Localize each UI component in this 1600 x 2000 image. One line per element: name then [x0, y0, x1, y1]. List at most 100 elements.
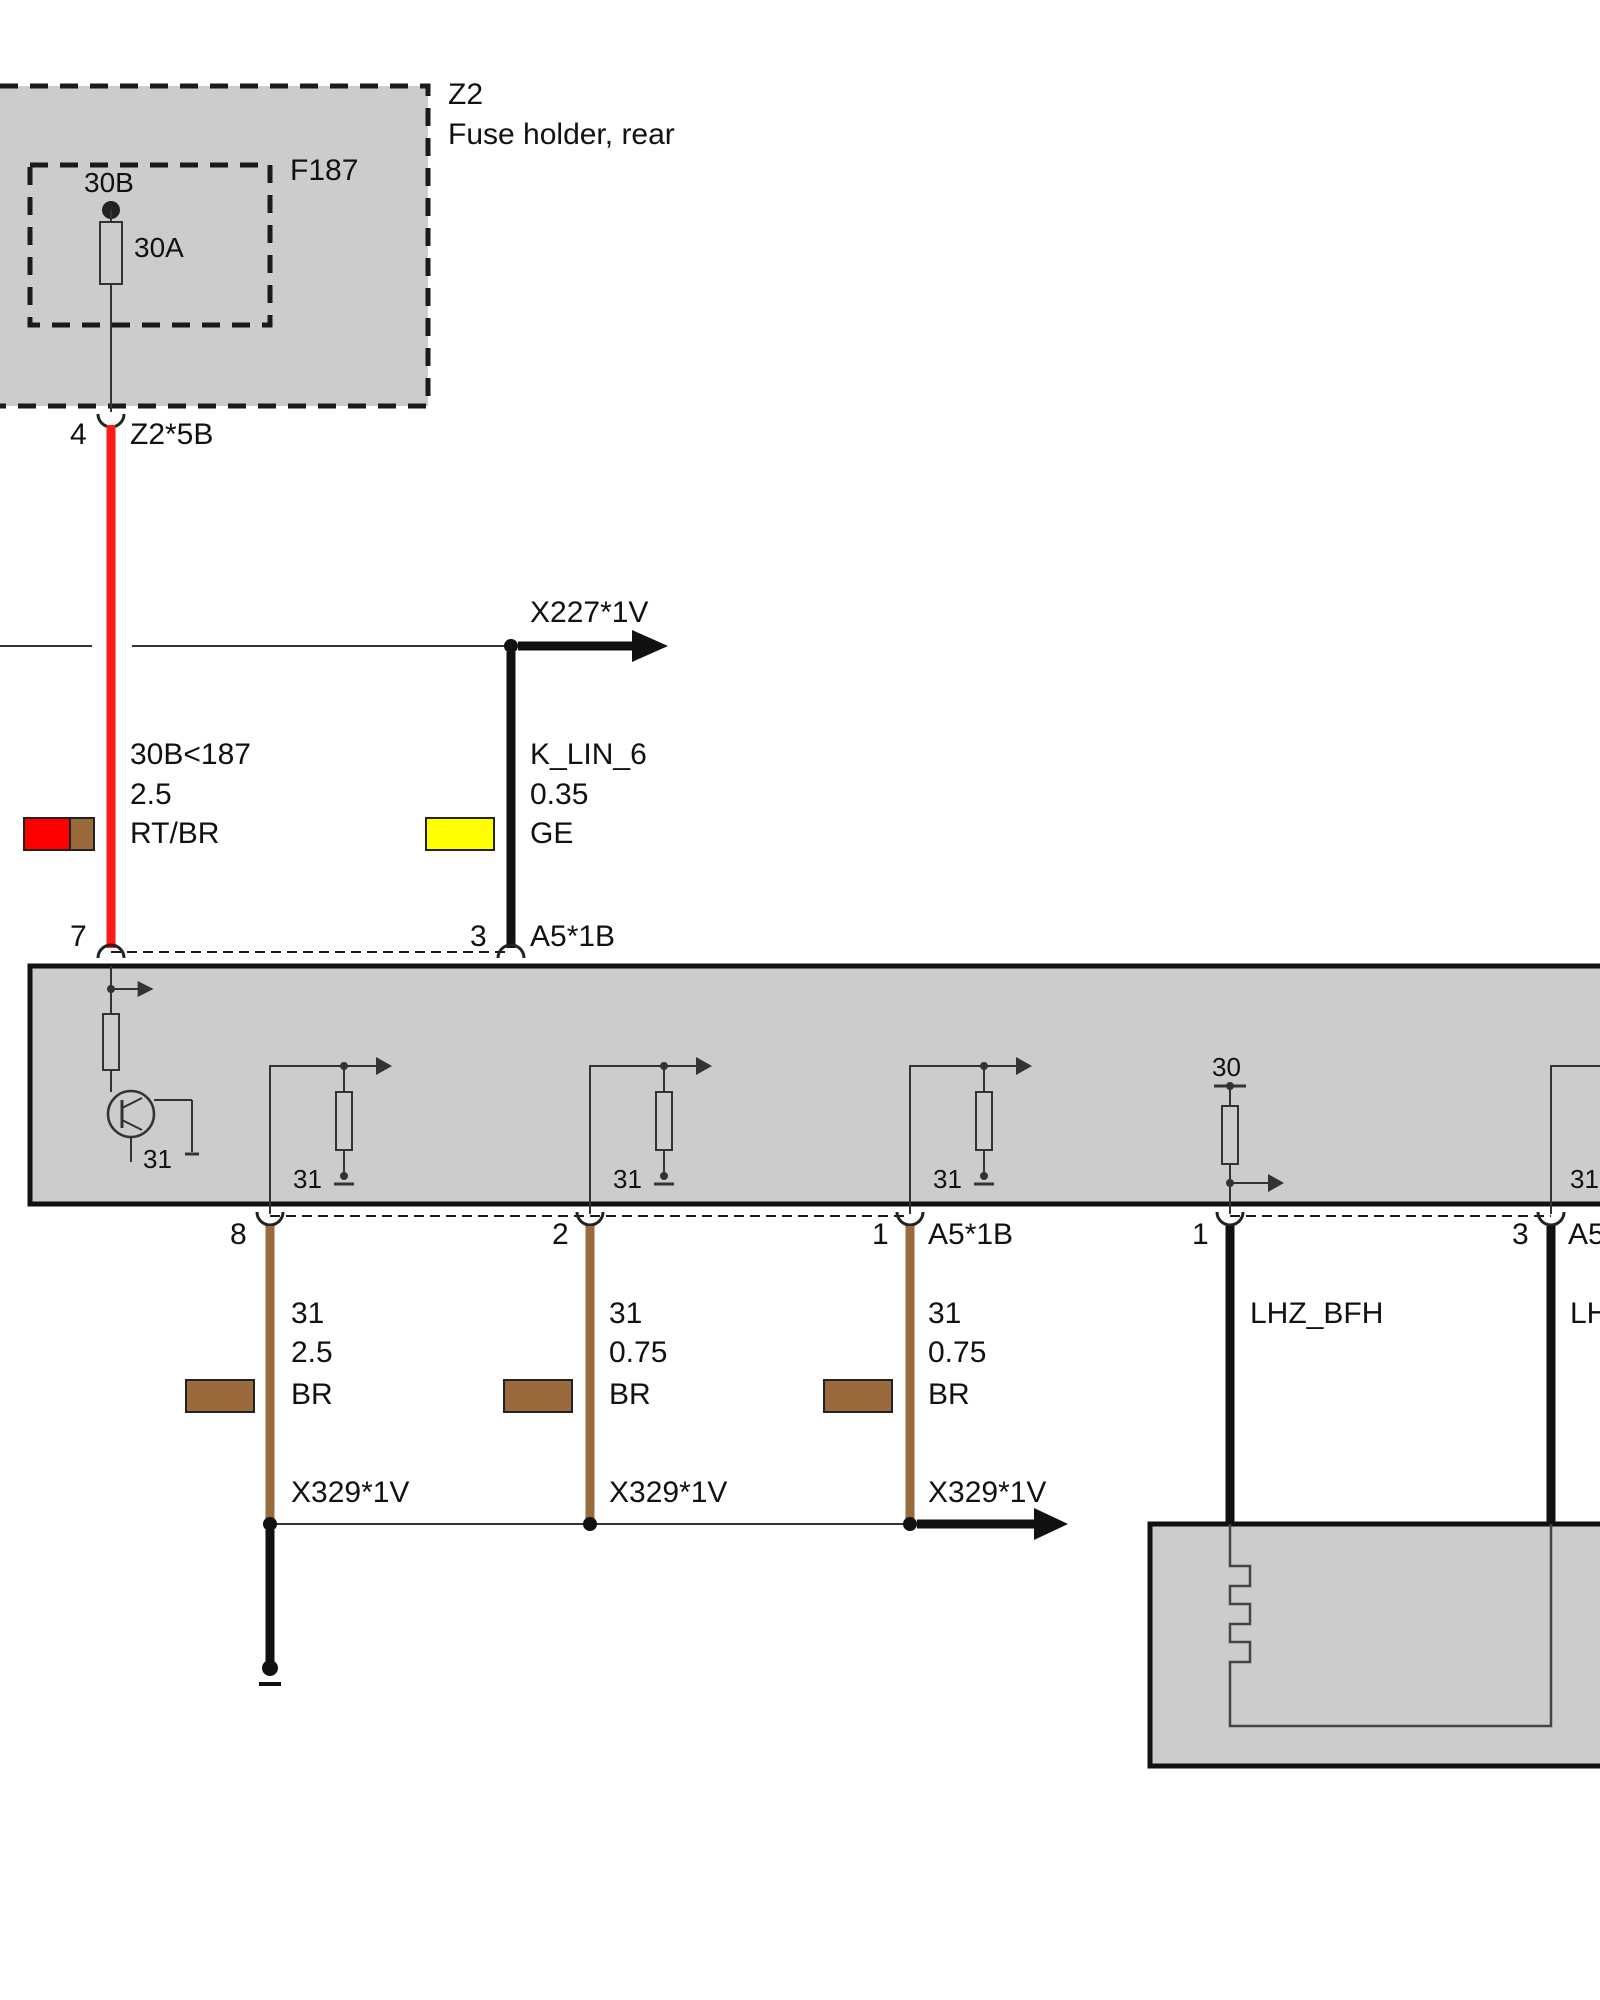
- heating-coil-icon: [1228, 1524, 1553, 1728]
- module-body: [27, 963, 1600, 1207]
- heater-box: [1147, 1521, 1600, 1769]
- module-top-connector: 7 3 A5*1B: [70, 920, 615, 959]
- bus-arrow-icon: [632, 630, 668, 662]
- fuse-f187-box: [27, 162, 273, 328]
- power-wire-signal: 30B<187: [130, 738, 251, 771]
- gw1-signal: 31: [928, 1297, 961, 1330]
- heater-wire-left-signal: LHZ_BFH: [1250, 1297, 1383, 1330]
- lin-wire-cross-section: 0.35: [530, 778, 588, 811]
- ground-bus-dot-2: [583, 1517, 597, 1531]
- right-partial-trace: [1550, 1065, 1600, 1214]
- lin-wire-group: K_LIN_6 0.35 GE: [425, 652, 647, 948]
- fuse-holder-id: Z2: [448, 78, 483, 111]
- ground-bus-dot-8: [263, 1517, 277, 1531]
- top-pin-3-terminal: [496, 943, 526, 959]
- ground-wire-8: 31 2.5 BR X329*1V: [185, 1226, 409, 1524]
- power-wire-group: 30B<187 2.5 RT/BR: [23, 425, 251, 948]
- ground-bus-x329: [259, 1508, 1068, 1686]
- bottom-pin-3b-terminal: [1536, 1211, 1566, 1227]
- right-ground-label: 31: [1570, 1164, 1599, 1194]
- gw1-cross-section: 0.75: [928, 1336, 986, 1369]
- pin-3-label: 3: [470, 920, 487, 953]
- bottom-pin-1b-terminal: [1215, 1211, 1245, 1227]
- gw2-signal: 31: [609, 1297, 642, 1330]
- heater-wires: LHZ_BFH LH: [1225, 1226, 1600, 1524]
- transistor-emitter: [121, 1119, 143, 1131]
- heater-supply-circuit: 30: [1212, 1052, 1284, 1214]
- gw1-color-code: BR: [928, 1378, 970, 1411]
- gw8-swatch-brown: [185, 1379, 255, 1413]
- lin-wire-color-code: GE: [530, 817, 573, 850]
- gc1-node-2: [980, 1172, 988, 1180]
- pin-1-label: 1: [872, 1218, 889, 1251]
- gw2-connector: X329*1V: [609, 1476, 727, 1509]
- gw8-cross-section: 2.5: [291, 1336, 333, 1369]
- gw1-connector: X329*1V: [928, 1476, 1046, 1509]
- pin-4-label: 4: [70, 418, 87, 451]
- lin-wire-swatch-yellow: [425, 817, 495, 851]
- gc8-arrow-icon: [376, 1057, 392, 1075]
- gc2-trace: [589, 1065, 664, 1214]
- fuse-holder-name: Fuse holder, rear: [448, 118, 675, 151]
- bottom-pin-1-terminal: [895, 1211, 925, 1227]
- power-wire-swatch-red: [23, 817, 71, 851]
- connector-x227: X227*1V: [530, 596, 648, 629]
- connector-a5-partial: A5: [1568, 1218, 1600, 1251]
- bus-line-group: X227*1V: [0, 596, 668, 662]
- gw8-connector: X329*1V: [291, 1476, 409, 1509]
- connector-z2-5b: Z2*5B: [130, 418, 213, 451]
- ground-point-dot: [262, 1660, 278, 1676]
- fuse-rating: 30A: [134, 232, 184, 263]
- bus-junction-dot: [504, 639, 518, 653]
- gw2-swatch-brown: [503, 1379, 573, 1413]
- gw1-swatch-brown: [823, 1379, 893, 1413]
- supply-30-label: 30: [1212, 1052, 1241, 1082]
- connector-a5-1b-bottom: A5*1B: [928, 1218, 1013, 1251]
- gc2-arrow-icon: [696, 1057, 712, 1075]
- power-wire-color-code: RT/BR: [130, 817, 219, 850]
- bottom-pin-2-terminal: [575, 1211, 605, 1227]
- gw2-color-code: BR: [609, 1378, 651, 1411]
- ground-bus-arrow-icon: [1034, 1508, 1068, 1540]
- fuse-holder-z2: Z2 Fuse holder, rear F187 30B 30A 4 Z2*5…: [0, 78, 675, 451]
- connector-a5-1b-top: A5*1B: [530, 920, 615, 953]
- power-wire-swatch-brown: [69, 817, 95, 851]
- ground-circuit-1: 31: [909, 1057, 1032, 1214]
- fuse-id: F187: [290, 154, 358, 187]
- gc2-ground-label: 31: [613, 1164, 642, 1194]
- gc8-trace: [269, 1065, 344, 1214]
- pin-2-label: 2: [552, 1218, 569, 1251]
- pin-3-heater-label: 3: [1512, 1218, 1529, 1251]
- gc2-node-2: [660, 1172, 668, 1180]
- pin-1-heater-label: 1: [1192, 1218, 1209, 1251]
- ground-wire-1: 31 0.75 BR X329*1V: [823, 1226, 1046, 1524]
- gc1-ground-label: 31: [933, 1164, 962, 1194]
- heater-wire-right-signal: LH: [1570, 1297, 1600, 1330]
- top-pin-7-terminal: [96, 943, 126, 959]
- ground-circuit-8: 31: [269, 1057, 392, 1214]
- stage-ground-label: 31: [143, 1144, 172, 1174]
- gw2-cross-section: 0.75: [609, 1336, 667, 1369]
- gc8-ground-label: 31: [293, 1164, 322, 1194]
- pin-8-label: 8: [230, 1218, 247, 1251]
- fuse-holder-border: [0, 83, 431, 409]
- gc1-trace: [909, 1065, 984, 1214]
- supply-arrow-icon: [1268, 1174, 1284, 1192]
- bottom-pin-8-terminal: [255, 1211, 285, 1227]
- gc1-arrow-icon: [1016, 1057, 1032, 1075]
- pin-7-label: 7: [70, 920, 87, 953]
- ground-bus-dot-1: [903, 1517, 917, 1531]
- control-module-a5: 31 31 31: [27, 963, 1600, 1214]
- power-wire-cross-section: 2.5: [130, 778, 172, 811]
- heater-element: [1147, 1521, 1600, 1769]
- fuse-terminal-label: 30B: [84, 167, 134, 198]
- ground-circuit-2: 31: [589, 1057, 712, 1214]
- gw8-color-code: BR: [291, 1378, 333, 1411]
- gw8-signal: 31: [291, 1297, 324, 1330]
- gc8-node-2: [340, 1172, 348, 1180]
- right-partial-circuit: 31: [1550, 1065, 1600, 1214]
- module-bottom-connector: 8 2 1 A5*1B 1 3 A5: [230, 1211, 1600, 1251]
- power-output-stage: 31: [102, 966, 199, 1174]
- fuse-holder-body: [0, 86, 428, 406]
